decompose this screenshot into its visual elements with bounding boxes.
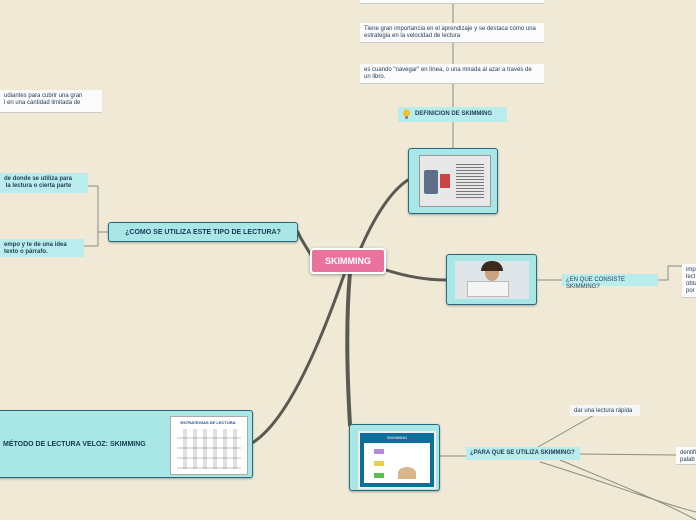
link-para-que-item2 (580, 454, 676, 455)
definicion-image (419, 155, 491, 207)
link-consiste-text (658, 266, 684, 280)
person-figure-icon (424, 170, 438, 194)
branch-to-definicion (360, 180, 408, 250)
reading-woman-image (455, 261, 529, 299)
top-note-cut (360, 0, 544, 4)
central-topic[interactable]: SKIMMING (310, 248, 386, 274)
para-que-image: SKIMMING (358, 431, 436, 489)
left-note-2-text: de donde se utiliza para la lectura o ci… (4, 176, 72, 189)
hair-figure-icon (481, 261, 503, 271)
hand-book-icon (398, 467, 416, 479)
link-para-que-item3 (540, 462, 696, 512)
left-note-3: empo y te de una idea texto o párrafo. (0, 239, 84, 257)
para-que-image-node[interactable]: SKIMMING (349, 424, 440, 491)
diagram-box-2 (374, 461, 384, 466)
branch-to-consiste (386, 270, 446, 280)
diagram-box-1 (374, 449, 384, 454)
link-como-note2 (88, 186, 108, 232)
link-para-que-item1 (538, 414, 596, 447)
para-que-image-title: SKIMMING (360, 435, 434, 440)
branch-to-para-que (347, 272, 350, 425)
para-que-item-1: dar una lectura rápida (570, 405, 640, 416)
metodo-image-title: ESTRATEGIAS DE LECTURA (177, 420, 239, 425)
para-que-item-2: dentifi palab (676, 447, 696, 465)
diagram-box-3 (374, 473, 384, 478)
text-lines-decoration (456, 164, 484, 198)
definicion-label[interactable]: DEFINICION DE SKIMMING (398, 107, 507, 122)
branch-to-metodo (252, 272, 345, 443)
consiste-label[interactable]: ¿EN QUE CONSISTE SKIMMING? (562, 274, 658, 286)
para-que-diagram (364, 443, 430, 483)
metodo-image: ESTRATEGIAS DE LECTURA (170, 416, 248, 475)
lightbulb-icon (402, 109, 411, 120)
para-que-label[interactable]: ¿PARA QUE SE UTILIZA SKIMMING? (466, 447, 580, 460)
definicion-image-node[interactable] (408, 148, 498, 214)
open-book-icon (467, 281, 509, 297)
definicion-text: DEFINICION DE SKIMMING (415, 111, 492, 118)
top-note-1: Tiene gran importancia en el aprendizaje… (360, 23, 544, 43)
link-como-note3 (84, 232, 98, 246)
left-note-2: de donde se utiliza para la lectura o ci… (0, 173, 88, 193)
link-para-que-item4 (560, 460, 696, 520)
consiste-text: imp lect obta por (682, 264, 696, 298)
metodo-label: MÉTODO DE LECTURA VELOZ: SKIMMING (3, 441, 146, 448)
left-note-1: udiantes para cubrir una gran l en una c… (0, 90, 102, 113)
left-note-3-text: empo y te de una idea texto o párrafo. (4, 242, 67, 255)
top-note-2: es cuando "navegar" en línea, o una mira… (360, 64, 544, 84)
strategy-grid-decoration (177, 429, 241, 469)
book-icon (440, 174, 450, 188)
como-topic[interactable]: ¿COMO SE UTILIZA ESTE TIPO DE LECTURA? (108, 222, 298, 242)
consiste-image-node[interactable] (446, 254, 537, 305)
metodo-topic[interactable]: MÉTODO DE LECTURA VELOZ: SKIMMING ESTRAT… (0, 410, 253, 478)
left-note-1-text: udiantes para cubrir una gran l en una c… (4, 93, 82, 106)
